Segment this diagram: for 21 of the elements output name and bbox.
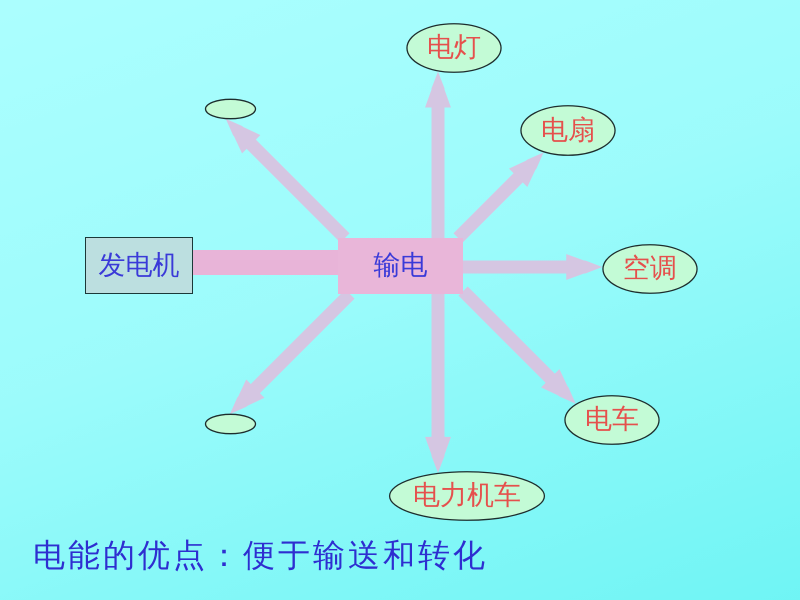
node-label: 输电	[374, 250, 428, 282]
empty-ellipse	[205, 99, 256, 119]
process-box	[85, 237, 193, 294]
arrow	[453, 152, 544, 243]
node-label: 电力机车	[413, 480, 521, 512]
node-label: 空调	[623, 253, 677, 285]
terminal-ellipse	[564, 395, 660, 445]
terminal-ellipse	[520, 105, 616, 156]
node-label: 电灯	[427, 32, 481, 64]
terminal-ellipse	[406, 23, 502, 73]
arrow	[425, 72, 451, 238]
arrow	[425, 294, 451, 473]
caption-text: 电能的优点：便于输送和转化	[33, 536, 488, 574]
arrow	[458, 286, 576, 404]
node-label: 电扇	[541, 114, 595, 146]
terminal-ellipse	[602, 244, 698, 294]
node-label: 电车	[585, 404, 639, 436]
hub-box	[338, 238, 463, 294]
terminal-ellipse	[388, 471, 546, 521]
empty-ellipse	[205, 414, 256, 434]
node-label: 发电机	[98, 250, 180, 282]
